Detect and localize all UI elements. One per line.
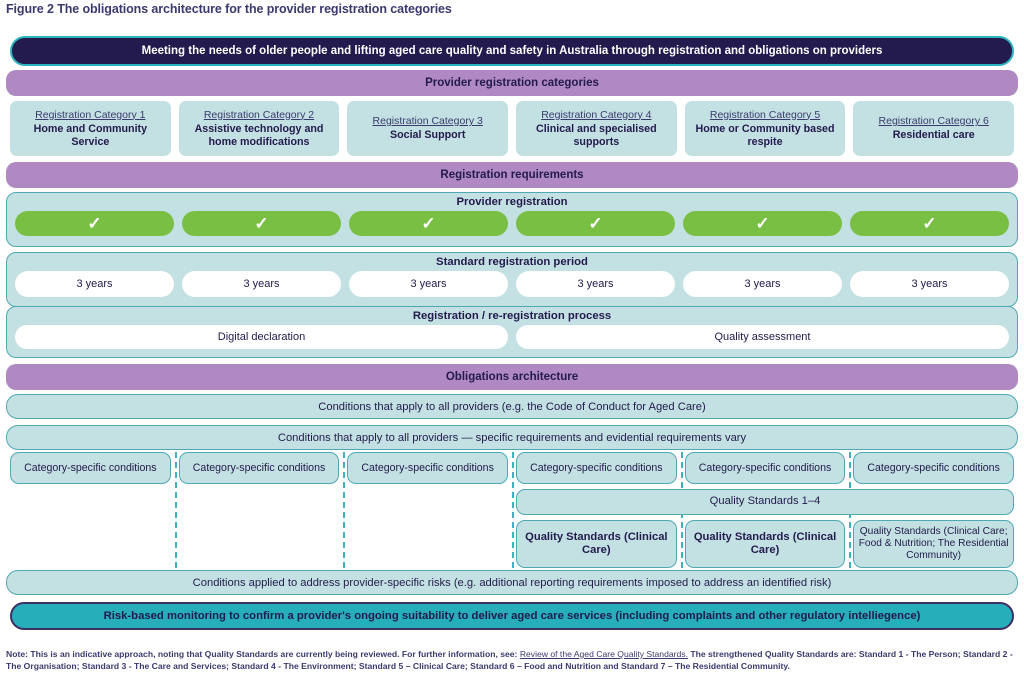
obligations-matrix: Category-specific conditions Category-sp…: [6, 452, 1018, 568]
category-link-2[interactable]: Registration Category 2: [203, 108, 315, 121]
quality-standards-clinical-care-5: Quality Standards (Clinical Care): [684, 520, 846, 568]
figure-title: Figure 2 The obligations architecture fo…: [6, 2, 452, 16]
note-lead: Note: This is an indicative approach, no…: [6, 649, 518, 659]
quality-standards-1-4: Quality Standards 1–4: [516, 489, 1014, 515]
category-column-5: Registration Category 5 Home or Communit…: [681, 101, 850, 156]
category-specific-conditions-2: Category-specific conditions: [178, 452, 340, 484]
panel-registration-process-title: Registration / re-registration process: [412, 310, 612, 322]
category-card-2[interactable]: Registration Category 2 Assistive techno…: [178, 101, 340, 156]
category-card-4[interactable]: Registration Category 4 Clinical and spe…: [516, 101, 677, 156]
category-name-6: Residential care: [892, 129, 975, 142]
category-link-5[interactable]: Registration Category 5: [709, 108, 821, 121]
panel-provider-registration: Provider registration ✓ ✓ ✓ ✓ ✓ ✓: [6, 192, 1018, 247]
category-name-5: Home or Community based respite: [695, 123, 835, 148]
band-registration-requirements: Registration requirements: [6, 162, 1018, 188]
category-card-5[interactable]: Registration Category 5 Home or Communit…: [684, 101, 846, 156]
period-cell-6: 3 years: [850, 271, 1009, 297]
row-provider-specific-risks: Conditions applied to address provider-s…: [6, 570, 1018, 595]
category-specific-conditions-3: Category-specific conditions: [347, 452, 508, 484]
provider-registration-cells: ✓ ✓ ✓ ✓ ✓ ✓: [7, 208, 1017, 241]
panel-provider-registration-title: Provider registration: [456, 196, 568, 208]
column-divider-2: [343, 452, 346, 568]
category-column-6: Registration Category 6 Residential care: [849, 101, 1018, 156]
category-column-4: Registration Category 4 Clinical and spe…: [512, 101, 681, 156]
category-link-3[interactable]: Registration Category 3: [372, 115, 483, 127]
category-name-3: Social Support: [389, 129, 466, 142]
check-icon-6: ✓: [850, 211, 1009, 236]
category-specific-conditions-5: Category-specific conditions: [684, 452, 846, 484]
category-card-1[interactable]: Registration Category 1 Home and Communi…: [10, 101, 171, 156]
category-link-1[interactable]: Registration Category 1: [35, 108, 146, 121]
check-icon-1: ✓: [15, 211, 174, 236]
note-tail: The strengthened Quality Standards are: …: [6, 649, 1013, 672]
period-cell-4: 3 years: [516, 271, 675, 297]
band-obligations-architecture: Obligations architecture: [6, 364, 1018, 390]
panel-registration-process: Registration / re-registration process D…: [6, 306, 1018, 358]
check-icon-2: ✓: [182, 211, 341, 236]
category-name-4: Clinical and specialised supports: [536, 123, 657, 148]
panel-standard-registration-period: Standard registration period 3 years 3 y…: [6, 252, 1018, 307]
category-column-1: Registration Category 1 Home and Communi…: [6, 101, 175, 156]
header-banner: Meeting the needs of older people and li…: [10, 36, 1014, 66]
period-cell-1: 3 years: [15, 271, 174, 297]
panel-standard-period-title: Standard registration period: [436, 256, 588, 268]
category-name-2: Assistive technology and home modificati…: [194, 123, 324, 148]
standard-period-cells: 3 years 3 years 3 years 3 years 3 years …: [7, 268, 1017, 302]
check-icon-3: ✓: [349, 211, 508, 236]
category-cards-row: Registration Category 1 Home and Communi…: [6, 101, 1018, 156]
band-provider-registration-categories: Provider registration categories: [6, 70, 1018, 96]
category-specific-conditions-1: Category-specific conditions: [10, 452, 171, 484]
column-divider-1: [174, 452, 177, 568]
column-divider-3: [512, 452, 514, 568]
period-cell-3: 3 years: [349, 271, 508, 297]
risk-based-monitoring-bar: Risk-based monitoring to confirm a provi…: [10, 602, 1014, 630]
quality-standards-residential-6: Quality Standards (Clinical Care; Food &…: [853, 520, 1014, 568]
registration-process-cells: Digital declaration Quality assessment: [7, 322, 1017, 354]
quality-standards-clinical-care-4: Quality Standards (Clinical Care): [516, 520, 677, 568]
process-cell-quality-assessment: Quality assessment: [516, 325, 1009, 349]
category-column-2: Registration Category 2 Assistive techno…: [175, 101, 344, 156]
note-link[interactable]: Review of the Aged Care Quality Standard…: [519, 649, 688, 659]
process-cell-digital-declaration: Digital declaration: [15, 325, 508, 349]
category-card-3[interactable]: Registration Category 3 Social Support: [347, 101, 509, 156]
figure-note: Note: This is an indicative approach, no…: [6, 648, 1020, 673]
category-column-3: Registration Category 3 Social Support: [343, 101, 512, 156]
category-specific-conditions-4: Category-specific conditions: [516, 452, 677, 484]
category-specific-conditions-6: Category-specific conditions: [853, 452, 1014, 484]
category-link-4[interactable]: Registration Category 4: [541, 108, 652, 121]
check-icon-5: ✓: [683, 211, 842, 236]
row-conditions-all-providers-vary: Conditions that apply to all providers —…: [6, 425, 1018, 450]
check-icon-4: ✓: [516, 211, 675, 236]
period-cell-2: 3 years: [182, 271, 341, 297]
category-card-6[interactable]: Registration Category 6 Residential care: [853, 101, 1015, 156]
category-name-1: Home and Community Service: [33, 123, 148, 148]
period-cell-5: 3 years: [683, 271, 842, 297]
row-conditions-all-providers-code: Conditions that apply to all providers (…: [6, 394, 1018, 419]
category-link-6[interactable]: Registration Category 6: [878, 115, 989, 127]
